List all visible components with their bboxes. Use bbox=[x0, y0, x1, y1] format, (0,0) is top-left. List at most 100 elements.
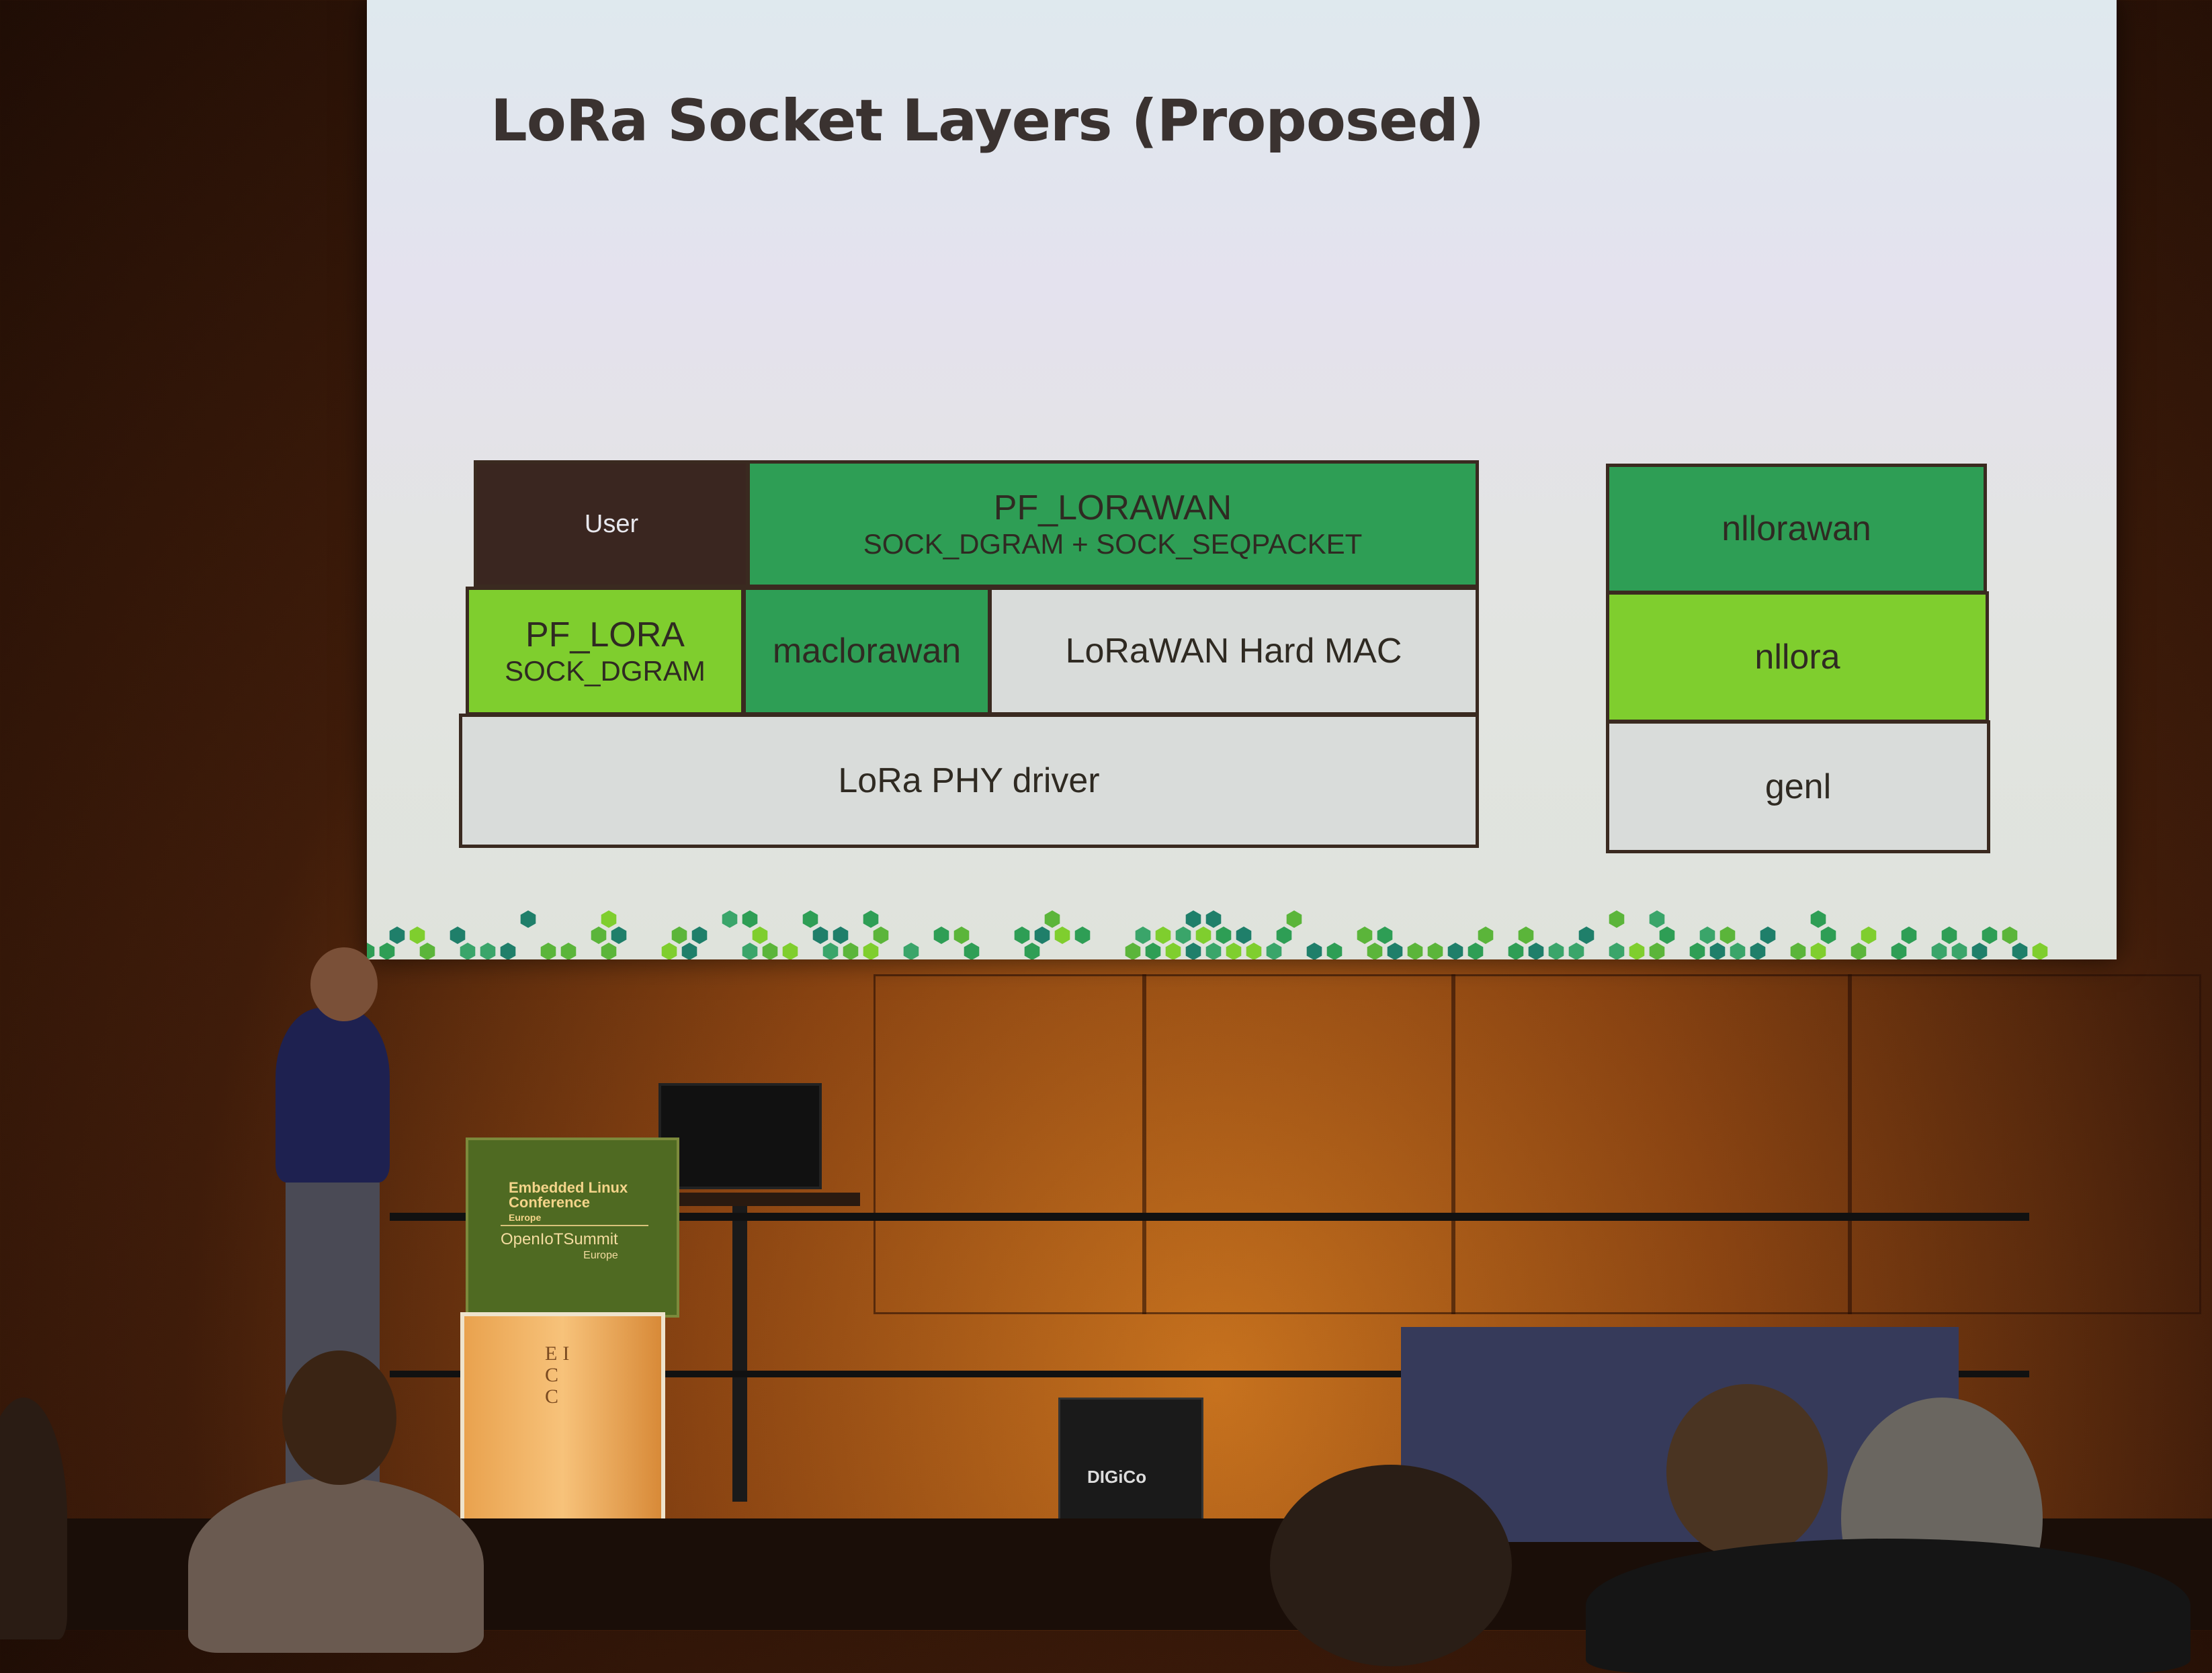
hexagon bbox=[812, 927, 828, 944]
monitor bbox=[658, 1083, 822, 1189]
hexagon bbox=[1044, 910, 1060, 928]
hexagon bbox=[1427, 943, 1443, 959]
hexagon bbox=[1719, 927, 1736, 944]
hexagon bbox=[691, 927, 708, 944]
hexagon bbox=[1286, 910, 1302, 928]
netlink-nllorawan: nllorawan bbox=[1606, 464, 1987, 594]
hexagon bbox=[1205, 943, 1222, 959]
layer-pf-lorawan: PF_LORAWAN SOCK_DGRAM + SOCK_SEQPACKET bbox=[747, 460, 1479, 588]
hexagon bbox=[1548, 943, 1564, 959]
hexagon bbox=[1810, 910, 1826, 928]
hexagon bbox=[1306, 943, 1322, 959]
rack-brand: DIGiCo bbox=[1087, 1467, 1147, 1487]
layer-label: User bbox=[584, 509, 639, 538]
conference-region: Europe bbox=[509, 1212, 542, 1223]
layer-label: PF_LORAWAN bbox=[993, 488, 1232, 527]
hexagon bbox=[742, 910, 758, 928]
hexagon bbox=[752, 927, 768, 944]
hexagon bbox=[1508, 943, 1524, 959]
hexagon bbox=[1447, 943, 1463, 959]
hexagon bbox=[2032, 943, 2048, 959]
hexagon bbox=[379, 943, 395, 959]
hexagon bbox=[601, 943, 617, 959]
elc-logo-text: Embedded Linux Conference Europe bbox=[509, 1181, 628, 1225]
hexagon bbox=[1226, 943, 1242, 959]
hexagon bbox=[822, 943, 839, 959]
conference-name: Embedded Linux bbox=[509, 1179, 628, 1196]
hexagon bbox=[833, 927, 849, 944]
summit-logo-text: OpenIoTSummit Europe bbox=[501, 1232, 618, 1264]
hexagon bbox=[1851, 943, 1867, 959]
hexagon bbox=[722, 910, 738, 928]
speaker bbox=[275, 1008, 390, 1183]
layer-label: LoRa PHY driver bbox=[838, 761, 1100, 800]
hexagon bbox=[611, 927, 627, 944]
hexagon bbox=[1195, 927, 1211, 944]
hexagon bbox=[1971, 943, 1988, 959]
hexagon bbox=[1387, 943, 1403, 959]
hexagon bbox=[1518, 927, 1534, 944]
speaker-head bbox=[310, 947, 378, 1021]
hexagon bbox=[1266, 943, 1282, 959]
hexagon bbox=[1931, 943, 1947, 959]
audience-head bbox=[282, 1350, 396, 1485]
hexagon bbox=[863, 943, 879, 959]
layer-maclorawan: maclorawan bbox=[742, 587, 991, 716]
hexagon bbox=[2002, 927, 2018, 944]
hexagon bbox=[1891, 943, 1907, 959]
hexagon bbox=[1578, 927, 1594, 944]
hexagon bbox=[1750, 943, 1766, 959]
layer-sublabel: SOCK_DGRAM bbox=[505, 655, 706, 687]
summit-region: Europe bbox=[583, 1250, 618, 1261]
podium-body: EICC bbox=[460, 1312, 665, 1554]
hexagon bbox=[389, 927, 405, 944]
hexagon bbox=[367, 943, 375, 959]
hexagon bbox=[953, 927, 970, 944]
hexagon bbox=[903, 943, 919, 959]
hexagon bbox=[1568, 943, 1584, 959]
hexagon bbox=[500, 943, 516, 959]
podium-sign: Embedded Linux Conference Europe OpenIoT… bbox=[466, 1138, 679, 1318]
hexagon bbox=[1760, 927, 1776, 944]
layer-user: User bbox=[474, 460, 749, 588]
hexagon bbox=[520, 910, 536, 928]
hexagon bbox=[1165, 943, 1181, 959]
projection-screen: LoRa Socket Layers (Proposed) User PF_LO… bbox=[367, 0, 2117, 959]
hexagon bbox=[1377, 927, 1393, 944]
hexagon bbox=[1205, 910, 1222, 928]
hexagon bbox=[1357, 927, 1373, 944]
hexagon bbox=[661, 943, 677, 959]
hexagon bbox=[1528, 943, 1544, 959]
layer-hard-mac: LoRaWAN Hard MAC bbox=[988, 587, 1479, 716]
hexagon bbox=[1054, 927, 1070, 944]
hexagon bbox=[1236, 927, 1252, 944]
hexagon bbox=[964, 943, 980, 959]
hexagon bbox=[1659, 927, 1675, 944]
hexagon bbox=[1024, 943, 1040, 959]
hexagon bbox=[782, 943, 798, 959]
audience-head bbox=[1666, 1384, 1828, 1559]
hexagon bbox=[1014, 927, 1030, 944]
hexagon bbox=[1135, 927, 1151, 944]
layer-label: LoRaWAN Hard MAC bbox=[1065, 632, 1402, 671]
eicc-logo: EICC bbox=[545, 1342, 575, 1408]
wall-panel bbox=[1848, 974, 2201, 1314]
desk-leg bbox=[732, 1206, 747, 1502]
hexagon bbox=[1185, 910, 1201, 928]
hexagon bbox=[1125, 943, 1141, 959]
layer-label: nllorawan bbox=[1721, 509, 1871, 548]
conference-name-2: Conference bbox=[509, 1194, 591, 1211]
hexagon bbox=[601, 910, 617, 928]
slide-title: LoRa Socket Layers (Proposed) bbox=[491, 87, 1484, 155]
hexagon bbox=[1467, 943, 1484, 959]
summit-name: OpenIoTSummit bbox=[501, 1230, 618, 1248]
layer-label: genl bbox=[1764, 767, 1832, 806]
layer-pf-lora: PF_LORA SOCK_DGRAM bbox=[466, 587, 745, 716]
hexagon bbox=[1246, 943, 1262, 959]
hexagon bbox=[1185, 943, 1201, 959]
hexagon bbox=[1145, 943, 1161, 959]
wall-panel bbox=[874, 974, 1146, 1314]
hexagon bbox=[540, 943, 556, 959]
hexagon bbox=[409, 927, 425, 944]
hexagon bbox=[1326, 943, 1343, 959]
